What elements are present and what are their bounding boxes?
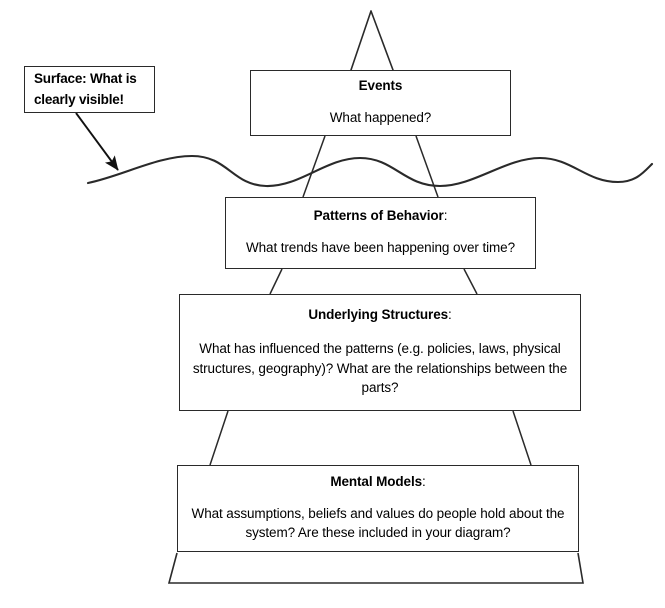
connector-structures-mental-left — [209, 410, 229, 466]
surface-callout-text: Surface: What is clearly visible! — [34, 69, 137, 111]
level-title-text-patterns: Patterns of Behavior — [313, 208, 444, 224]
level-body-patterns: What trends have been happening over tim… — [246, 240, 515, 256]
connector-events-patterns-right — [415, 135, 439, 198]
level-body-mental-models: What assumptions, beliefs and values do … — [191, 505, 565, 541]
level-title-colon-mental-models: : — [422, 474, 426, 489]
connector-events-patterns-left — [302, 135, 326, 198]
level-box-structures: Underlying Structures: What has influenc… — [179, 294, 581, 411]
surface-callout-line2: clearly visible! — [34, 91, 124, 107]
level-title-text-events: Events — [358, 78, 403, 94]
iceberg-tip-triangle — [350, 10, 394, 71]
level-box-events: Events What happened? — [250, 70, 511, 136]
waterline-wave — [86, 154, 654, 188]
level-title-events: Events — [359, 78, 403, 95]
level-title-text-mental-models: Mental Models — [330, 474, 423, 489]
surface-callout-box: Surface: What is clearly visible! — [24, 66, 155, 113]
level-title-colon-patterns: : — [443, 208, 448, 224]
level-body-structures: What has influenced the patterns (e.g. p… — [192, 341, 568, 396]
level-box-patterns: Patterns of Behavior: What trends have b… — [225, 197, 536, 269]
level-title-patterns: Patterns of Behavior: — [314, 208, 448, 225]
callout-arrow — [75, 112, 119, 171]
level-title-mental-models: Mental Models: — [330, 474, 425, 491]
level-title-text-structures: Underlying Structures — [308, 307, 449, 323]
level-box-mental-models: Mental Models: What assumptions, beliefs… — [177, 465, 579, 552]
connector-structures-mental-right — [512, 410, 532, 466]
level-title-colon-structures: : — [448, 307, 452, 323]
iceberg-base-trapezoid — [167, 552, 584, 584]
level-title-structures: Underlying Structures: — [308, 307, 451, 324]
connector-patterns-structures-left — [269, 268, 283, 295]
connector-patterns-structures-right — [463, 268, 478, 295]
surface-callout-line1: Surface: What is — [34, 70, 137, 86]
level-body-events: What happened? — [329, 110, 432, 126]
